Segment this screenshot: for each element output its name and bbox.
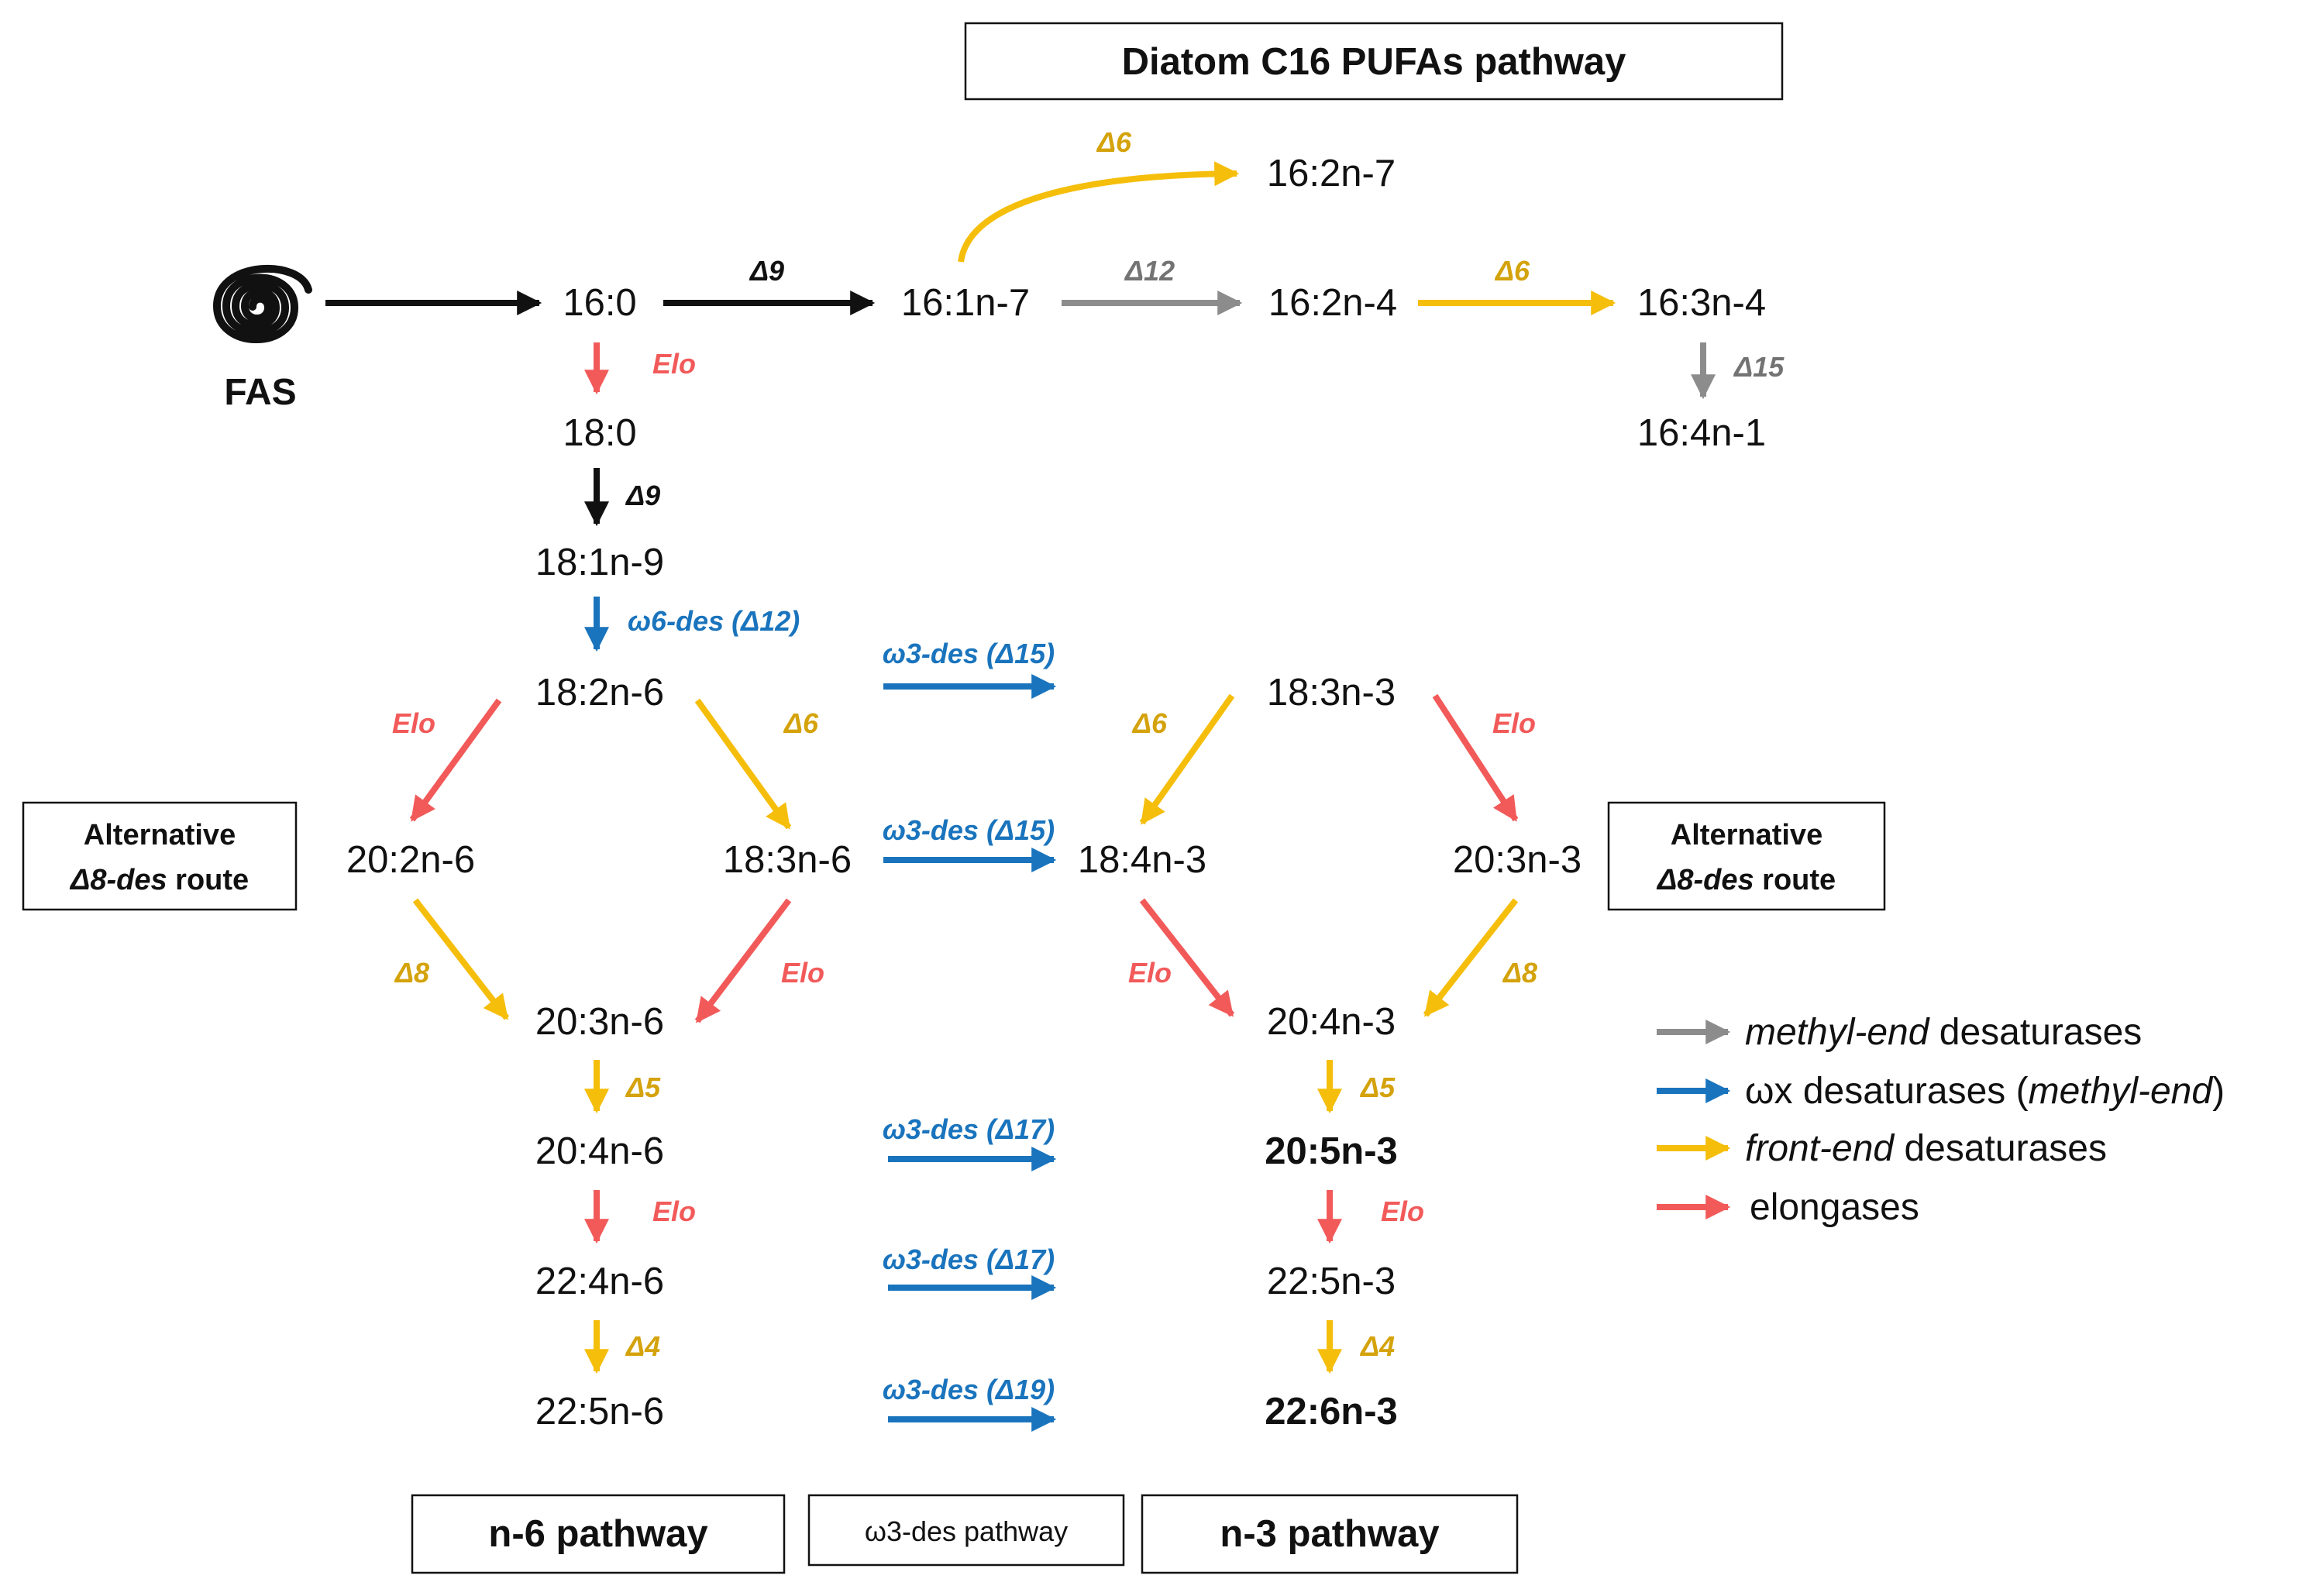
label-d12-top: Δ12 — [1124, 255, 1175, 287]
label-w3des-5: ω3-des (Δ19) — [883, 1374, 1055, 1405]
label-d6-right: Δ6 — [1131, 707, 1168, 739]
label-d6-left: Δ6 — [783, 707, 819, 739]
fa-22-5n6: 22:5n-6 — [535, 1391, 664, 1433]
fa-16-0: 16:0 — [563, 282, 636, 324]
fa-20-4n6: 20:4n-6 — [535, 1130, 664, 1172]
fa-16-1n7: 16:1n-7 — [901, 282, 1030, 324]
label-elo-right-c: Elo — [1381, 1195, 1424, 1227]
label-w3des-3: ω3-des (Δ17) — [883, 1113, 1055, 1145]
fas-spiral-icon — [212, 264, 312, 343]
fas-label: FAS — [224, 372, 296, 413]
label-d5-left: Δ5 — [625, 1071, 661, 1103]
alt-left-line1: Alternative — [84, 819, 236, 851]
fa-22-5n3: 22:5n-3 — [1267, 1261, 1396, 1302]
fa-18-2n6: 18:2n-6 — [535, 672, 664, 714]
fa-20-3n3: 20:3n-3 — [1453, 839, 1582, 881]
legend-item-front-end: front-end desaturases — [1745, 1128, 2107, 1169]
alt-box-left: Alternative Δ8-des route — [22, 801, 298, 911]
label-elo-16-18: Elo — [652, 348, 696, 380]
label-w3des-1: ω3-des (Δ15) — [883, 638, 1055, 669]
fa-22-4n6: 22:4n-6 — [535, 1261, 664, 1302]
label-d6-top: Δ6 — [1494, 255, 1530, 287]
bottom-box-n3: n-3 pathway — [1141, 1494, 1519, 1574]
title-text: Diatom C16 PUFAs pathway — [1122, 41, 1626, 83]
fatty-acid-labels: 16:0 16:1n-7 16:2n-7 16:2n-4 16:3n-4 16:… — [346, 153, 1766, 1433]
alt-left-line2: Δ8-des route — [69, 864, 249, 896]
label-d5-right: Δ5 — [1359, 1071, 1396, 1103]
label-d8-left: Δ8 — [394, 957, 429, 989]
label-elo-left-a: Elo — [392, 707, 435, 739]
bottom-box-n6: n-6 pathway — [411, 1494, 786, 1574]
label-w3des-4: ω3-des (Δ17) — [883, 1243, 1055, 1275]
fa-16-3n4: 16:3n-4 — [1637, 282, 1766, 324]
label-d4-left: Δ4 — [625, 1330, 660, 1362]
arrow-20-2-to-20-3n6 — [412, 898, 510, 1020]
alt-box-right: Alternative Δ8-des route — [1607, 801, 1886, 911]
fa-18-1n9: 18:1n-9 — [535, 542, 664, 583]
fa-20-4n3: 20:4n-3 — [1267, 1001, 1396, 1043]
fa-18-0: 18:0 — [563, 412, 636, 454]
label-d4-right: Δ4 — [1359, 1330, 1395, 1362]
label-elo-right-a: Elo — [1492, 707, 1536, 739]
arrow-18-2-to-18-3n6 — [694, 698, 792, 830]
label-elo-right-b: Elo — [1128, 957, 1172, 989]
arrow-18-4-to-20-4n3 — [1139, 898, 1235, 1017]
arrow-16-1-to-16-2n7 — [958, 161, 1240, 263]
arrow-18-2-to-20-2 — [409, 698, 502, 822]
label-d9-18: Δ9 — [625, 480, 660, 511]
legend: methyl-end desaturases ωx desaturases (m… — [1657, 1012, 2225, 1228]
legend-item-elongases: elongases — [1750, 1187, 1919, 1228]
label-w3des-2: ω3-des (Δ15) — [883, 814, 1055, 846]
label-d8-right: Δ8 — [1502, 957, 1537, 989]
fa-16-2n4: 16:2n-4 — [1268, 282, 1397, 324]
fa-16-2n7: 16:2n-7 — [1267, 153, 1396, 194]
alt-right-line2: Δ8-des route — [1656, 864, 1836, 896]
bottom-w3-text: ω3-des pathway — [865, 1515, 1068, 1547]
arrow-20-3n3-to-20-4 — [1423, 898, 1519, 1017]
label-d15-top: Δ15 — [1733, 351, 1785, 383]
arrow-18-3n3-to-20-3n3 — [1432, 693, 1519, 822]
alt-right-line1: Alternative — [1671, 819, 1822, 851]
label-elo-left-c: Elo — [652, 1195, 696, 1227]
label-d6-arc: Δ6 — [1096, 126, 1132, 158]
enzyme-labels: Δ9 Δ12 Δ6 Δ6 Δ15 Elo Δ9 ω6-des (Δ12) ω3-… — [392, 126, 1785, 1405]
bottom-box-w3: ω3-des pathway — [807, 1494, 1125, 1567]
arrow-18-3n6-to-20-3n6 — [694, 898, 792, 1023]
fa-20-2n6: 20:2n-6 — [346, 839, 475, 881]
fa-18-3n6: 18:3n-6 — [723, 839, 852, 881]
bottom-n6-text: n-6 pathway — [488, 1513, 707, 1555]
fa-22-6n3: 22:6n-3 — [1265, 1391, 1398, 1433]
label-elo-left-b: Elo — [781, 957, 824, 989]
legend-item-wx: ωx desaturases (methyl-end) — [1745, 1071, 2225, 1112]
label-d9-top: Δ9 — [749, 255, 784, 287]
fa-16-4n1: 16:4n-1 — [1637, 412, 1766, 454]
fa-18-4n3: 18:4n-3 — [1078, 839, 1206, 881]
title-box: Diatom C16 PUFAs pathway — [964, 22, 1784, 101]
fa-18-3n3: 18:3n-3 — [1267, 672, 1396, 714]
fa-20-3n6: 20:3n-6 — [535, 1001, 664, 1043]
arrows — [325, 161, 1716, 1432]
legend-item-methyl: methyl-end desaturases — [1745, 1012, 2142, 1053]
bottom-n3-text: n-3 pathway — [1220, 1513, 1439, 1555]
arrow-18-3n3-to-18-4 — [1139, 693, 1235, 825]
label-w6des: ω6-des (Δ12) — [628, 605, 800, 637]
fa-20-5n3: 20:5n-3 — [1265, 1130, 1398, 1172]
